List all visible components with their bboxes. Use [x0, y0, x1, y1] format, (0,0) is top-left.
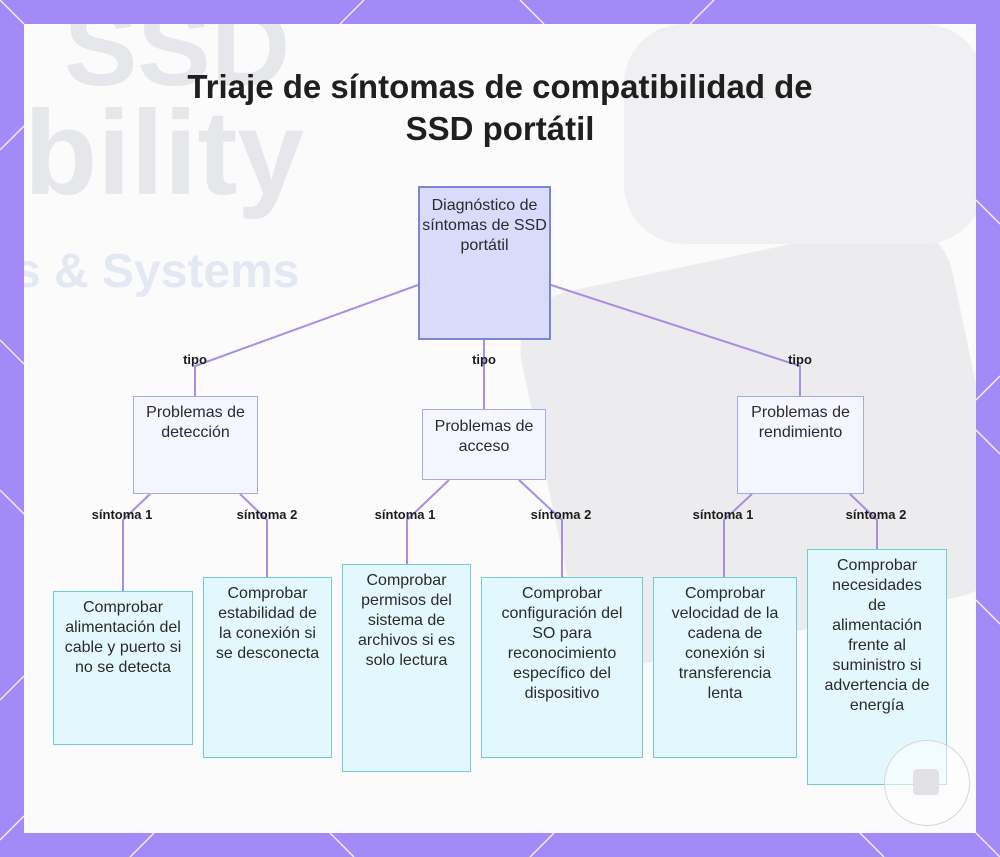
edge-label-access-symptom-2: síntoma 2	[530, 507, 592, 522]
node-performance-symptom-1: Comprobar velocidad de la cadena de cone…	[653, 577, 797, 758]
edge-root-detection	[194, 284, 419, 396]
node-access-label: Problemas de acceso	[434, 418, 534, 455]
node-detection: Problemas de detección	[133, 396, 258, 494]
page-title: Triaje de síntomas de compatibilidad de …	[187, 68, 813, 147]
edge-label-detection-symptom-2: síntoma 2	[236, 507, 298, 522]
edge-label-type-access: tipo	[472, 352, 496, 367]
node-root: Diagnóstico de síntomas de SSD portátil	[418, 186, 551, 340]
node-access-symptom-1: Comprobar permisos del sistema de archiv…	[342, 564, 471, 772]
edge-performance-leaf2	[849, 493, 878, 549]
edge-label-type-performance: tipo	[788, 352, 812, 367]
background-watermark-ssd: SSD	[64, 24, 291, 109]
background-watermark-bility: bility	[24, 86, 305, 220]
node-detection-symptom-1: Comprobar alimentación del cable y puert…	[53, 591, 193, 745]
logo-badge-icon	[884, 740, 970, 826]
edge-label-type-detection: tipo	[183, 352, 207, 367]
edge-label-performance-symptom-2: síntoma 2	[845, 507, 907, 522]
node-performance-symptom-2-label: Comprobar necesidades de alimentación fr…	[824, 557, 930, 714]
edge-label-access-symptom-1: síntoma 1	[374, 507, 436, 522]
edge-detection-leaf1	[122, 493, 151, 591]
node-performance-label: Problemas de rendimiento	[751, 404, 850, 441]
edge-access-leaf2	[518, 479, 563, 577]
node-detection-symptom-1-label: Comprobar alimentación del cable y puert…	[64, 599, 182, 676]
node-detection-symptom-2-label: Comprobar estabilidad de la conexión si …	[215, 585, 320, 662]
node-performance-symptom-1-label: Comprobar velocidad de la cadena de cone…	[671, 585, 779, 702]
edge-detection-leaf2	[239, 493, 268, 577]
node-root-label: Diagnóstico de síntomas de SSD portátil	[422, 197, 547, 254]
background-device-shape-2	[624, 24, 976, 244]
edge-label-performance-symptom-1: síntoma 1	[692, 507, 754, 522]
node-access-symptom-2: Comprobar configuración del SO para reco…	[481, 577, 643, 758]
node-access: Problemas de acceso	[422, 409, 546, 480]
edge-performance-leaf1	[723, 493, 753, 577]
node-access-symptom-1-label: Comprobar permisos del sistema de archiv…	[358, 572, 455, 669]
edge-access-leaf1	[406, 479, 450, 564]
edge-label-detection-symptom-1: síntoma 1	[91, 507, 153, 522]
node-detection-label: Problemas de detección	[146, 404, 245, 441]
edge-root-performance	[550, 284, 801, 396]
node-detection-symptom-2: Comprobar estabilidad de la conexión si …	[203, 577, 332, 758]
node-performance: Problemas de rendimiento	[737, 396, 864, 494]
node-access-symptom-2-label: Comprobar configuración del SO para reco…	[501, 585, 623, 702]
background-watermark-systems: s & Systems	[24, 245, 300, 298]
